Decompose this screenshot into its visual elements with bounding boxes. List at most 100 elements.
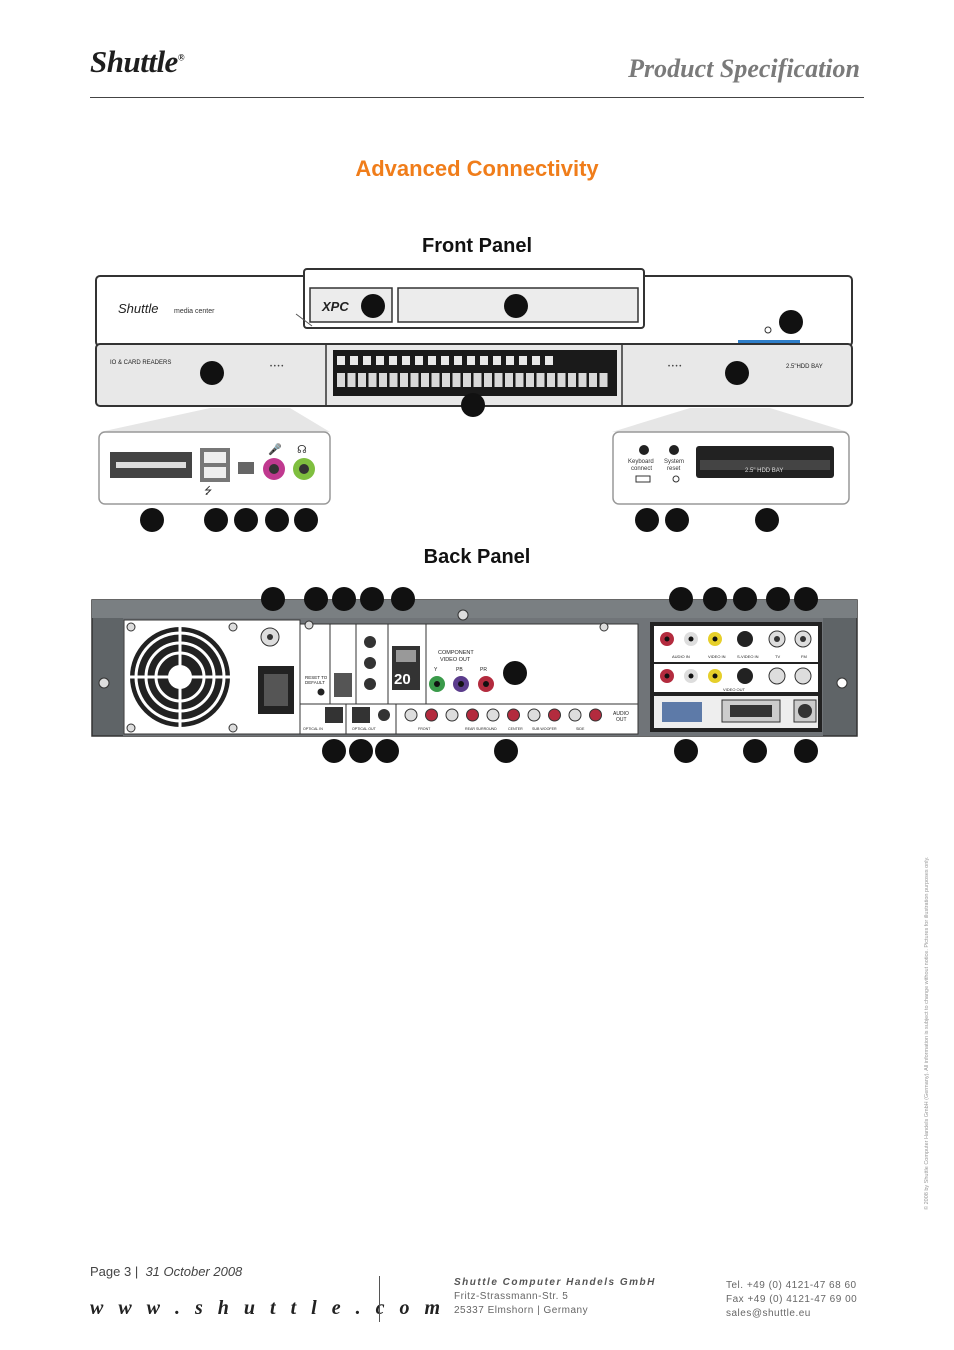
vfd-segment <box>526 373 534 387</box>
firewire-back-port <box>334 673 352 697</box>
keyboard-connect-button <box>639 445 649 455</box>
vfd-segment <box>599 373 608 387</box>
callout-dot <box>140 508 164 532</box>
headphone-icon: ☊ <box>297 444 307 456</box>
vfd-icon <box>480 356 488 365</box>
audio-jack <box>568 708 582 722</box>
vfd-icon-row <box>337 356 553 365</box>
vfd-segment <box>421 373 429 387</box>
vfd-icon <box>337 356 345 365</box>
vfd-icon <box>350 356 358 365</box>
callout-dot <box>361 294 385 318</box>
tv-tv-label: TV <box>775 654 780 659</box>
audio-jack <box>486 708 500 722</box>
tv-svideo-in-label: S-VIDEO IN <box>737 654 759 659</box>
audio-out-label-2: OUT <box>616 717 627 723</box>
callout-dot <box>265 508 289 532</box>
shuttle-logo: Shuttle® <box>90 44 185 79</box>
callout-dot <box>779 310 803 334</box>
back-panel-illustration: RESET TO DEFAULT 20 COMPONENT VIDEO OUT … <box>91 587 858 763</box>
callout-dot <box>504 294 528 318</box>
audio-jack <box>548 708 561 722</box>
vfd-icon <box>467 356 475 365</box>
website-link[interactable]: w w w . s h u t t l e . c o m <box>90 1297 446 1319</box>
vfd-segment <box>578 373 587 387</box>
vfd-icon <box>454 356 462 365</box>
callout-dot <box>204 508 228 532</box>
company-contact: Tel. +49 (0) 4121-47 68 60 Fax +49 (0) 4… <box>726 1279 857 1321</box>
callout-dot <box>755 508 779 532</box>
system-reset-button <box>669 445 679 455</box>
vfd-segment <box>347 373 356 387</box>
header-divider <box>90 97 864 98</box>
audio-jack <box>527 708 541 722</box>
vfd-segment <box>515 373 524 387</box>
vfd-icon <box>402 356 410 365</box>
document-title: Product Specification <box>628 54 860 83</box>
reset-default-label: RESET TO <box>305 675 328 680</box>
callout-dot <box>635 508 659 532</box>
footer-divider <box>379 1276 380 1322</box>
audio-jack <box>425 708 438 722</box>
hdd-tray-label: 2.5" HDD BAY <box>745 468 783 474</box>
vfd-segment <box>400 373 408 387</box>
reset-icon <box>672 475 680 483</box>
vfd-segment <box>568 373 576 387</box>
optical-in-port <box>325 707 343 723</box>
vfd-segment <box>505 373 513 387</box>
vfd-segment <box>389 373 398 387</box>
vfd-icon <box>363 356 371 365</box>
audio-center-label: CENTER <box>508 727 523 731</box>
vfd-icon <box>389 356 397 365</box>
vfd-icon <box>376 356 384 365</box>
mic-icon: 🎤 <box>268 442 282 456</box>
vfd-segment <box>368 373 377 387</box>
vfd-segment <box>547 373 555 387</box>
section-title: Advanced Connectivity <box>355 156 599 181</box>
audio-jack <box>404 708 418 722</box>
callout-dot <box>234 508 258 532</box>
svideo-out-jack <box>798 704 812 718</box>
vfd-segment <box>557 373 566 387</box>
line-jack <box>364 657 376 669</box>
callout-dot <box>294 508 318 532</box>
line-jack <box>364 636 376 648</box>
audio-side-label: SIDE <box>576 727 585 731</box>
keyboard-label: Keyboard <box>628 459 654 465</box>
firewire-port <box>238 462 254 474</box>
vfd-segment <box>484 373 492 387</box>
audio-out-label: AUDIO <box>613 711 629 717</box>
audio-jack <box>466 708 479 722</box>
optical-out-label: OPTICAL OUT <box>352 727 377 731</box>
vfd-segment <box>589 373 597 387</box>
vga-port <box>662 702 702 722</box>
reset-default-label-2: DEFAULT <box>305 680 325 685</box>
company-tel: Tel. +49 (0) 4121-47 68 60 <box>726 1280 857 1291</box>
vfd-icon <box>428 356 436 365</box>
callout-dot <box>461 393 485 417</box>
vfd-segment <box>452 373 461 387</box>
reset-label: System <box>664 459 684 465</box>
company-email[interactable]: sales@shuttle.eu <box>726 1308 811 1319</box>
tv-fm-label: FM <box>801 654 807 659</box>
callout-dot <box>200 361 224 385</box>
vfd-segment-row <box>337 373 608 387</box>
audio-front-label: FRONT <box>418 727 431 731</box>
reset-label-2: reset <box>667 466 681 472</box>
audio-jack-row <box>404 708 602 722</box>
vfd-segment <box>463 373 471 387</box>
comp-pr-label: PR <box>480 667 487 673</box>
company-street: Fritz-Strassmann-Str. 5 <box>454 1291 569 1302</box>
vfd-icon <box>506 356 514 365</box>
svideo-in-jack <box>737 631 753 647</box>
page-label: Page 3 | 31 October 2008 <box>90 1264 243 1279</box>
tv-video-in-label: VIDEO IN <box>708 654 726 659</box>
port-number-label: 20 <box>394 671 411 688</box>
audio-jack <box>445 708 459 722</box>
svg-text:⭍: ⭍ <box>204 485 212 497</box>
vfd-segment <box>494 373 503 387</box>
vfd-segment <box>473 373 482 387</box>
reset-to-default-button <box>317 688 325 696</box>
copyright-sideline: © 2008 by Shuttle Computer Handels GmbH … <box>924 856 930 1210</box>
left-bay-dots: • • • • <box>270 364 283 370</box>
